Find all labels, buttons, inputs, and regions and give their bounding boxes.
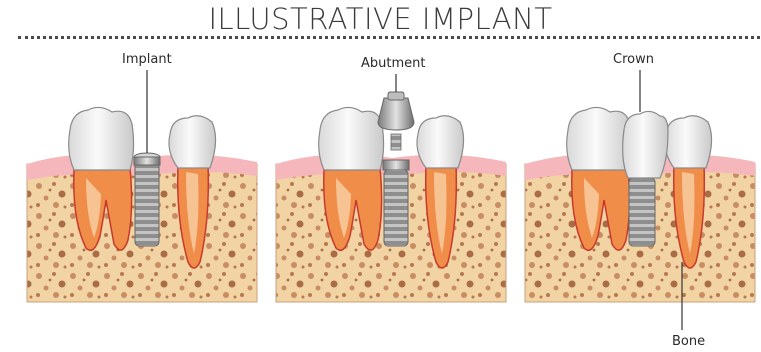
panel-abutment xyxy=(276,74,506,302)
panel-implant xyxy=(27,70,257,302)
panel-crown xyxy=(525,70,755,330)
